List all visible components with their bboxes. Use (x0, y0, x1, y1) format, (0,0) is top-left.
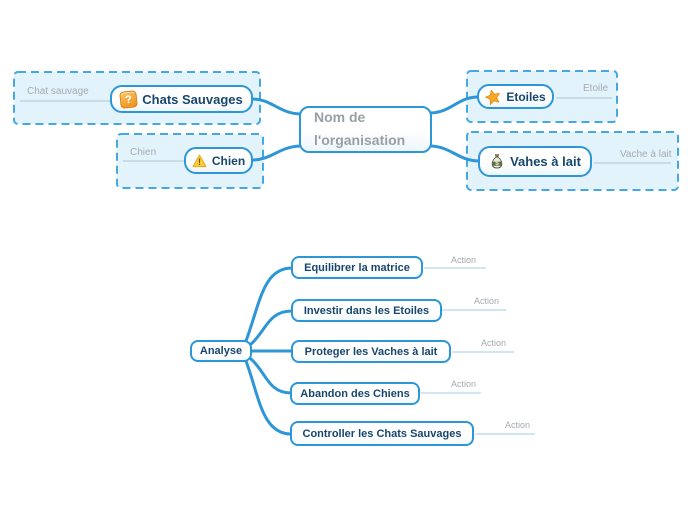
money-bag-icon: $ (491, 154, 503, 169)
floating-label-lines (20, 97, 671, 164)
node-abandon-des-chiens[interactable]: Abandon des Chiens (290, 382, 420, 405)
node-root-organisation[interactable]: Nom de l'organisation (299, 106, 432, 153)
node-label: Vahes à lait (510, 154, 581, 169)
action-label-5[interactable]: Action (505, 420, 531, 430)
connector-root-etoiles (429, 95, 480, 115)
root-label-line1: Nom de (314, 109, 366, 125)
connector-lines (244, 95, 482, 436)
floating-label-chat-sauvage[interactable]: Chat sauvage (27, 86, 89, 97)
floating-label-chien[interactable]: Chien (130, 147, 157, 158)
connector-analyse-2 (249, 309, 294, 346)
node-label: Abandon des Chiens (300, 387, 410, 400)
node-label: Proteger les Vaches à lait (304, 345, 438, 358)
connector-root-vaches (429, 144, 482, 163)
floating-label-vache-a-lait[interactable]: Vache à lait (620, 149, 672, 160)
node-vaches-a-lait[interactable]: $ Vahes à lait (478, 146, 592, 177)
node-equilibrer-la-matrice[interactable]: Equilibrer la matrice (291, 256, 423, 279)
connector-chats-root (250, 97, 302, 116)
node-label: Investir dans les Etoiles (303, 304, 430, 317)
question-glyph: ? (124, 92, 133, 106)
warning-icon: ! (192, 153, 207, 167)
node-controller-les-chats-sauvages[interactable]: Controller les Chats Sauvages (290, 421, 474, 446)
connector-analyse-1 (244, 266, 294, 343)
node-analyse[interactable]: Analyse (190, 340, 252, 362)
node-label: Chien (211, 153, 246, 168)
question-mark-icon: ? (119, 89, 139, 109)
root-label-line2: l'organisation (314, 132, 406, 149)
action-label-2[interactable]: Action (474, 296, 500, 306)
node-label: Controller les Chats Sauvages (302, 427, 462, 440)
dollar-glyph: $ (495, 160, 499, 167)
action-label-lines (421, 267, 535, 435)
node-etoiles[interactable]: Etoiles (477, 84, 554, 109)
warning-glyph: ! (198, 157, 201, 167)
node-label: Etoiles (506, 89, 546, 104)
node-chats-sauvages[interactable]: ? Chats Sauvages (110, 85, 253, 113)
action-label-4[interactable]: Action (451, 379, 477, 389)
star-icon (485, 89, 501, 105)
node-label: Equilibrer la matrice (304, 261, 410, 274)
node-investir-dans-les-etoiles[interactable]: Investir dans les Etoiles (291, 299, 442, 322)
connector-chien-root (250, 144, 302, 162)
connector-analyse-5 (244, 359, 293, 436)
connector-analyse-4 (249, 357, 293, 395)
node-label: Chats Sauvages (142, 91, 243, 107)
floating-label-etoile[interactable]: Etoile (583, 83, 609, 94)
node-chien[interactable]: ! Chien (184, 147, 253, 174)
action-label-1[interactable]: Action (451, 255, 477, 265)
node-label: Analyse (199, 345, 243, 357)
node-proteger-les-vaches-a-lait[interactable]: Proteger les Vaches à lait (291, 340, 451, 363)
action-label-3[interactable]: Action (481, 338, 507, 348)
